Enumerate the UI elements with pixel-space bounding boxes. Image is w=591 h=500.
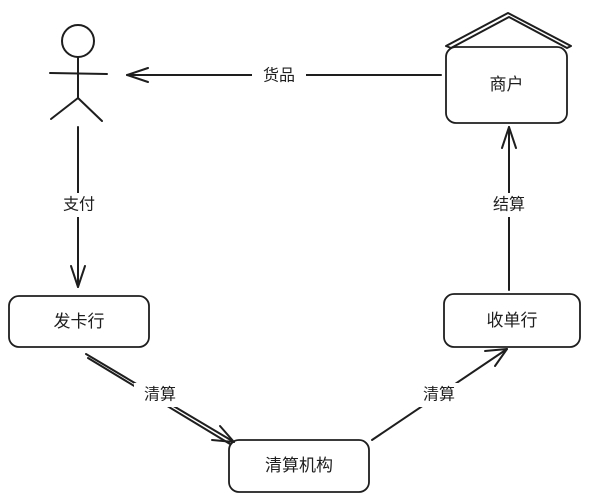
issuer-box [8, 295, 150, 348]
edge-goods-arrowhead [126, 67, 149, 83]
edge-clear-acquirer-arrowhead [484, 348, 508, 367]
issuer-node[interactable]: 发卡行 [8, 295, 150, 348]
acquirer-node[interactable]: 收单行 [443, 293, 581, 348]
issuer-label: 发卡行 [54, 312, 105, 332]
edge-pay-label: 支付 [63, 195, 95, 214]
acquirer-box [443, 293, 581, 348]
merchant-box [445, 46, 568, 124]
edge-clear-issuer-arrowhead [211, 425, 235, 443]
edge-settle-arrowhead [501, 126, 517, 149]
customer-stick-figure-icon [49, 24, 108, 122]
house-roof-icon [445, 12, 572, 49]
acquirer-label: 收单行 [487, 311, 538, 331]
clearing-node[interactable]: 清算机构 [228, 439, 370, 493]
edge-pay: 支付 [53, 126, 105, 288]
merchant-node[interactable]: 商户 [445, 12, 572, 124]
clearing-label: 清算机构 [265, 456, 333, 476]
edge-goods-label: 货品 [263, 66, 295, 85]
edge-settle-label: 结算 [493, 195, 525, 214]
edge-goods: 货品 [126, 64, 442, 86]
edge-clear-acquirer-label: 清算 [423, 385, 455, 404]
edge-clear-issuer: 清算 [85, 353, 235, 445]
edge-pay-arrowhead [70, 265, 86, 288]
merchant-label: 商户 [490, 75, 524, 95]
clearing-box [228, 439, 370, 493]
edge-settle: 结算 [483, 126, 535, 291]
edge-clear-acquirer: 清算 [371, 348, 508, 441]
edge-clear-issuer-label: 清算 [144, 385, 176, 404]
